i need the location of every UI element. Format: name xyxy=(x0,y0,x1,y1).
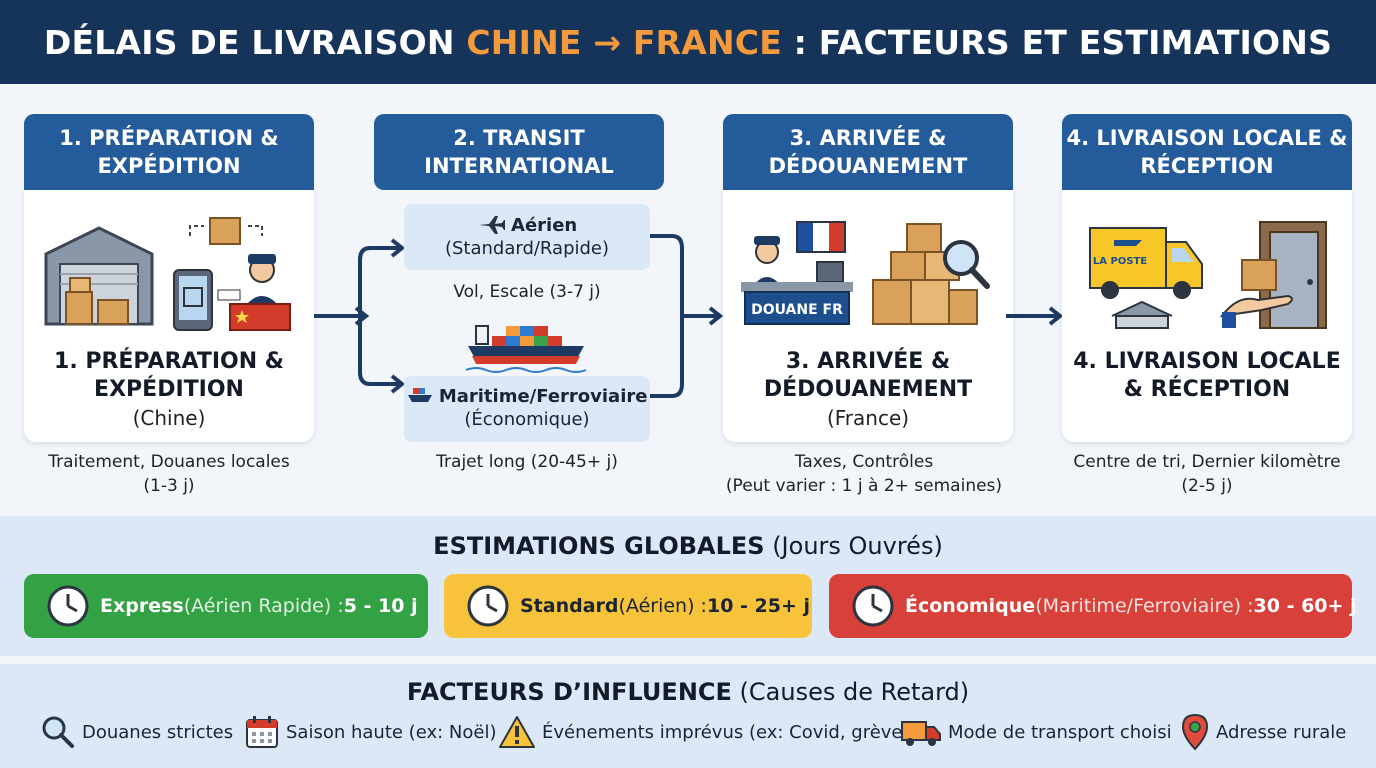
door-parcel-icon xyxy=(1220,221,1327,329)
clock-icon xyxy=(852,585,894,627)
truck-icon xyxy=(901,721,941,746)
airplane-icon xyxy=(478,216,506,234)
air-transit-box[interactable]: Aérien (Standard/Rapide) xyxy=(404,204,650,270)
van-label: LA POSTE xyxy=(1093,256,1147,267)
sea-subtitle: (Économique) xyxy=(464,409,590,430)
boxes-magnifier-icon xyxy=(872,223,990,325)
clock-icon xyxy=(467,585,509,627)
factor-rural-address: Adresse rurale xyxy=(1180,713,1346,751)
step2-header: 2. TRANSIT INTERNATIONAL xyxy=(374,114,664,190)
merge-arrow xyxy=(650,234,724,398)
step3-note: Taxes, Contrôles (Peut varier : 1 j à 2+… xyxy=(725,452,1003,496)
cargo-ship-icon xyxy=(466,325,587,373)
clock-icon xyxy=(47,585,89,627)
sea-note: Trajet long (20-45+ j) xyxy=(436,452,618,472)
customs-officer-icon: DOUANE FR xyxy=(741,221,853,325)
estimations-title: ESTIMATIONS GLOBALES (Jours Ouvrés) xyxy=(433,532,943,560)
split-arrow xyxy=(314,238,406,394)
page-title: DÉLAIS DE LIVRAISON CHINE → FRANCE : FAC… xyxy=(43,22,1333,62)
calendar-icon xyxy=(246,716,278,748)
step1-subtitle: (Chine) xyxy=(132,406,206,430)
air-note: Vol, Escale (3-7 j) xyxy=(453,282,601,302)
location-pin-icon xyxy=(1181,713,1209,751)
step3-card: DOUANE FR 3. ARRIVÉE & DÉDOUANEMENT (Fra… xyxy=(723,190,1013,442)
estimate-express: Express (Aérien Rapide) : 5 - 10 j xyxy=(24,574,428,638)
warehouse-icon xyxy=(44,226,154,326)
air-title: Aérien xyxy=(511,215,578,236)
ship-icon xyxy=(407,388,432,402)
step1-title: 1. PRÉPARATION & EXPÉDITION xyxy=(54,349,284,402)
step1-card: 1. PRÉPARATION & EXPÉDITION (Chine) xyxy=(24,190,314,442)
factors-band xyxy=(0,664,1376,768)
step3-header: 3. ARRIVÉE & DÉDOUANEMENT xyxy=(723,114,1013,190)
magnifier-icon xyxy=(42,716,74,748)
factor-high-season: Saison haute (ex: Noël) xyxy=(244,714,496,750)
sea-title: Maritime/Ferroviaire xyxy=(438,386,648,407)
warning-icon xyxy=(499,716,535,748)
step1-header: 1. PRÉPARATION & EXPÉDITION xyxy=(24,114,314,190)
step4-card: LA POSTE 4. LIVRAISON LOCALE & RÉCEPTION xyxy=(1062,190,1352,442)
factor-customs: Douanes strictes xyxy=(40,714,233,750)
scanner-officer-icon xyxy=(173,217,291,331)
sea-transit-box[interactable]: Maritime/Ferroviaire (Économique) xyxy=(404,376,650,442)
step3-title: 3. ARRIVÉE & DÉDOUANEMENT xyxy=(763,349,973,402)
factor-unexpected-events: Événements imprévus (ex: Covid, grèves) xyxy=(498,714,919,750)
step3-subtitle: (France) xyxy=(826,406,910,430)
step4-header: 4. LIVRAISON LOCALE & RÉCEPTION xyxy=(1062,114,1352,190)
title-accent: CHINE → FRANCE xyxy=(466,22,782,62)
header-banner: DÉLAIS DE LIVRAISON CHINE → FRANCE : FAC… xyxy=(0,0,1376,84)
estimate-economique: Économique (Maritime/Ferroviaire) : 30 -… xyxy=(829,574,1357,638)
step4-note: Centre de tri, Dernier kilomètre (2-5 j) xyxy=(1073,452,1341,496)
factor-transport-mode: Mode de transport choisi xyxy=(900,714,1172,750)
step4-title: 4. LIVRAISON LOCALE & RÉCEPTION xyxy=(1073,349,1341,402)
arrow-3-4 xyxy=(1006,306,1064,326)
air-subtitle: (Standard/Rapide) xyxy=(444,238,610,259)
step1-note: Traitement, Douanes locales (1-3 j) xyxy=(48,452,290,496)
estimate-standard: Standard (Aérien) : 10 - 25+ j xyxy=(444,574,812,638)
customs-sign: DOUANE FR xyxy=(751,302,843,318)
delivery-van-icon: LA POSTE xyxy=(1089,227,1203,329)
factors-title: FACTEURS D’INFLUENCE (Causes de Retard) xyxy=(406,678,970,706)
